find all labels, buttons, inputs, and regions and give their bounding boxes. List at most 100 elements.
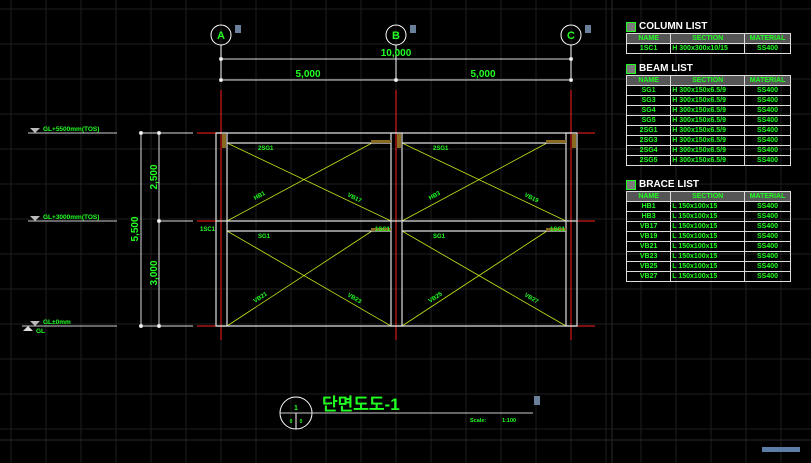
brace-label: HB1 [253,191,267,202]
grid-axis-b[interactable]: B [385,24,416,46]
grid-label: B [392,30,400,42]
section-cell: H 300x300x10/15 [670,43,746,54]
name-cell: VB21 [625,241,672,252]
table-title: BRACE LIST [639,179,699,190]
grid-axis-a[interactable]: A [210,24,241,46]
brace-label: VB17 [346,192,363,204]
sheet-ref: 0 [290,419,293,425]
section-cell: L 150x100x15 [670,261,746,272]
material-cell: SS400 [744,95,791,106]
name-cell: NAME [625,191,672,202]
material-cell: SS400 [744,211,791,222]
name-cell: 2SG1 [625,125,672,136]
name-cell: NAME [625,75,672,86]
section-cell: L 150x100x15 [670,211,746,222]
material-cell: SS400 [744,201,791,212]
material-cell: MATERIAL [744,33,791,44]
brace-label: VB19 [523,192,540,204]
material-cell: SS400 [744,135,791,146]
info-icon[interactable] [410,25,416,33]
name-cell: VB23 [625,251,672,262]
section-cell: H 300x150x6.5/9 [670,125,746,136]
name-cell: VB17 [625,221,672,232]
section-cell: L 150x100x15 [670,201,746,212]
section-cell: L 150x100x15 [670,221,746,232]
section-cell: H 300x150x6.5/9 [670,155,746,166]
name-cell: SG5 [625,115,672,126]
brace-label: VB21 [253,291,269,305]
table-icon [626,180,636,190]
vertical-dimensions [139,131,193,328]
name-cell: VB25 [625,261,672,272]
dimension-lower-height: 3,000 [149,260,160,285]
material-cell: SS400 [744,155,791,166]
member-label: 2SG1 [258,146,274,152]
connection-plates [222,134,576,231]
grid-axis-c[interactable]: C [560,24,591,46]
level-label: GL+3000mm(TOS) [43,214,99,221]
section-cell: L 150x100x15 [670,241,746,252]
name-cell: 2SG4 [625,145,672,156]
material-cell: SS400 [744,125,791,136]
name-cell: SG4 [625,105,672,116]
name-cell: VB27 [625,271,672,282]
section-cell: H 300x150x6.5/9 [670,85,746,96]
section-cell: SECTION [670,191,746,202]
info-icon[interactable] [534,396,540,405]
info-icon[interactable] [235,25,241,33]
material-cell: SS400 [744,85,791,96]
section-title: 단면도도-1 [322,395,400,414]
brace-label: HB3 [428,191,442,202]
name-cell: SG1 [625,85,672,96]
level-sub-label: GL [36,328,45,335]
scrollbar[interactable] [762,447,800,452]
material-cell: SS400 [744,145,791,156]
table-icon [626,22,636,32]
member-label: 1SC1 [200,227,216,233]
material-cell: MATERIAL [744,75,791,86]
material-cell: SS400 [744,271,791,282]
dimension-span-2: 5,000 [470,69,495,80]
dimension-upper-height: 2,500 [149,164,160,189]
brace-label: VB23 [346,293,363,306]
section-cell: L 150x100x15 [670,271,746,282]
brace-label: VB25 [428,291,444,305]
level-marker-top[interactable]: GL+5500mm(TOS) [28,126,117,134]
material-cell: SS400 [744,261,791,272]
horizontal-dimensions [219,57,573,82]
info-icon[interactable] [585,25,591,33]
material-cell: SS400 [744,241,791,252]
name-cell: HB1 [625,201,672,212]
name-cell: 2SG5 [625,155,672,166]
frame-members[interactable] [215,132,578,327]
material-cell: SS400 [744,221,791,232]
level-marker-mid[interactable]: GL+3000mm(TOS) [28,214,117,222]
material-cell: MATERIAL [744,191,791,202]
grid-label: C [567,30,575,42]
member-label: 2SG1 [433,146,449,152]
dimension-total-height: 5,500 [130,216,141,241]
section-cell: SECTION [670,33,746,44]
section-cell: L 150x100x15 [670,231,746,242]
name-cell: 2SG3 [625,135,672,146]
member-label: SG1 [433,234,446,240]
level-marker-ground[interactable]: GL±0mm GL [22,319,117,335]
table-title: COLUMN LIST [639,21,708,32]
name-cell: NAME [625,33,672,44]
